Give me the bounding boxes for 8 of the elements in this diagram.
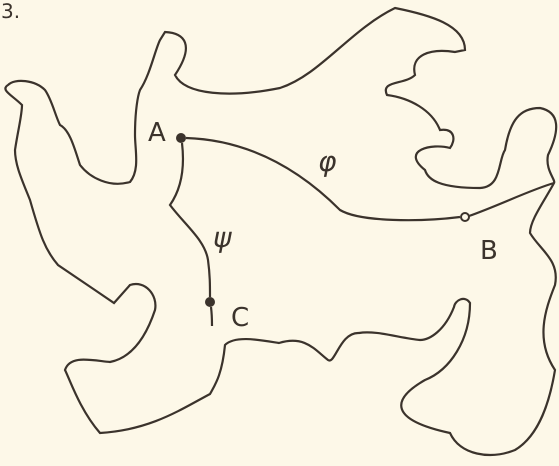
curve [186,136,460,222]
curve-label: φ [318,148,336,176]
figure-number: 3. [1,1,20,21]
point-label: B [480,238,498,264]
curve-label: ψ [213,224,232,252]
point-label: A [148,120,166,146]
point-label: C [231,305,250,331]
curve [168,142,212,297]
